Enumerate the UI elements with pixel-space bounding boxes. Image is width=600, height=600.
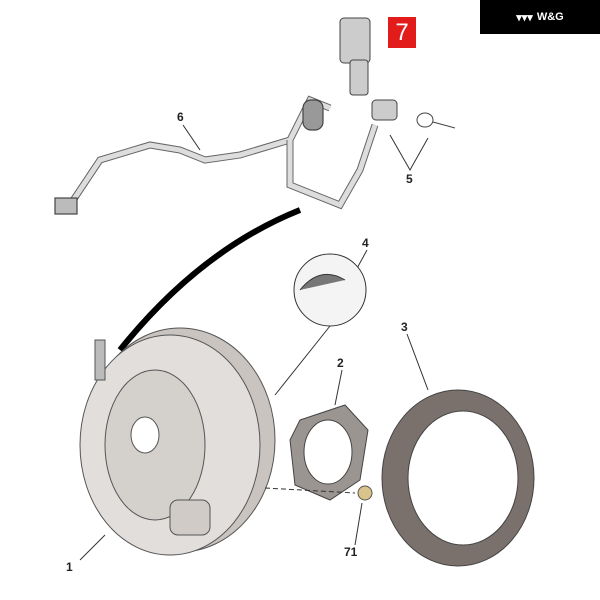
brake-booster bbox=[79, 327, 276, 556]
detail-inset bbox=[293, 253, 367, 327]
callout-1: 1 bbox=[66, 560, 73, 574]
leader-lines bbox=[79, 124, 429, 561]
gasket bbox=[289, 404, 369, 501]
callout-4: 4 bbox=[362, 236, 369, 250]
callout-3: 3 bbox=[401, 320, 408, 334]
callout-5: 5 bbox=[406, 172, 413, 186]
callout-71: 71 bbox=[344, 545, 358, 559]
callout-2: 2 bbox=[337, 356, 344, 370]
seal-ring bbox=[381, 389, 535, 567]
logo-text: W&G bbox=[536, 11, 564, 23]
triple-chevron-logo-icon: ▾▾▾ bbox=[516, 11, 533, 24]
hose bbox=[117, 207, 302, 352]
check-valve bbox=[339, 17, 456, 129]
nut bbox=[357, 485, 373, 501]
vacuum-pipe bbox=[54, 95, 379, 215]
brand-logo: ▾▾▾W&G bbox=[480, 0, 600, 34]
callout-7-highlighted: 7 bbox=[388, 17, 416, 48]
callout-6: 6 bbox=[177, 110, 184, 124]
